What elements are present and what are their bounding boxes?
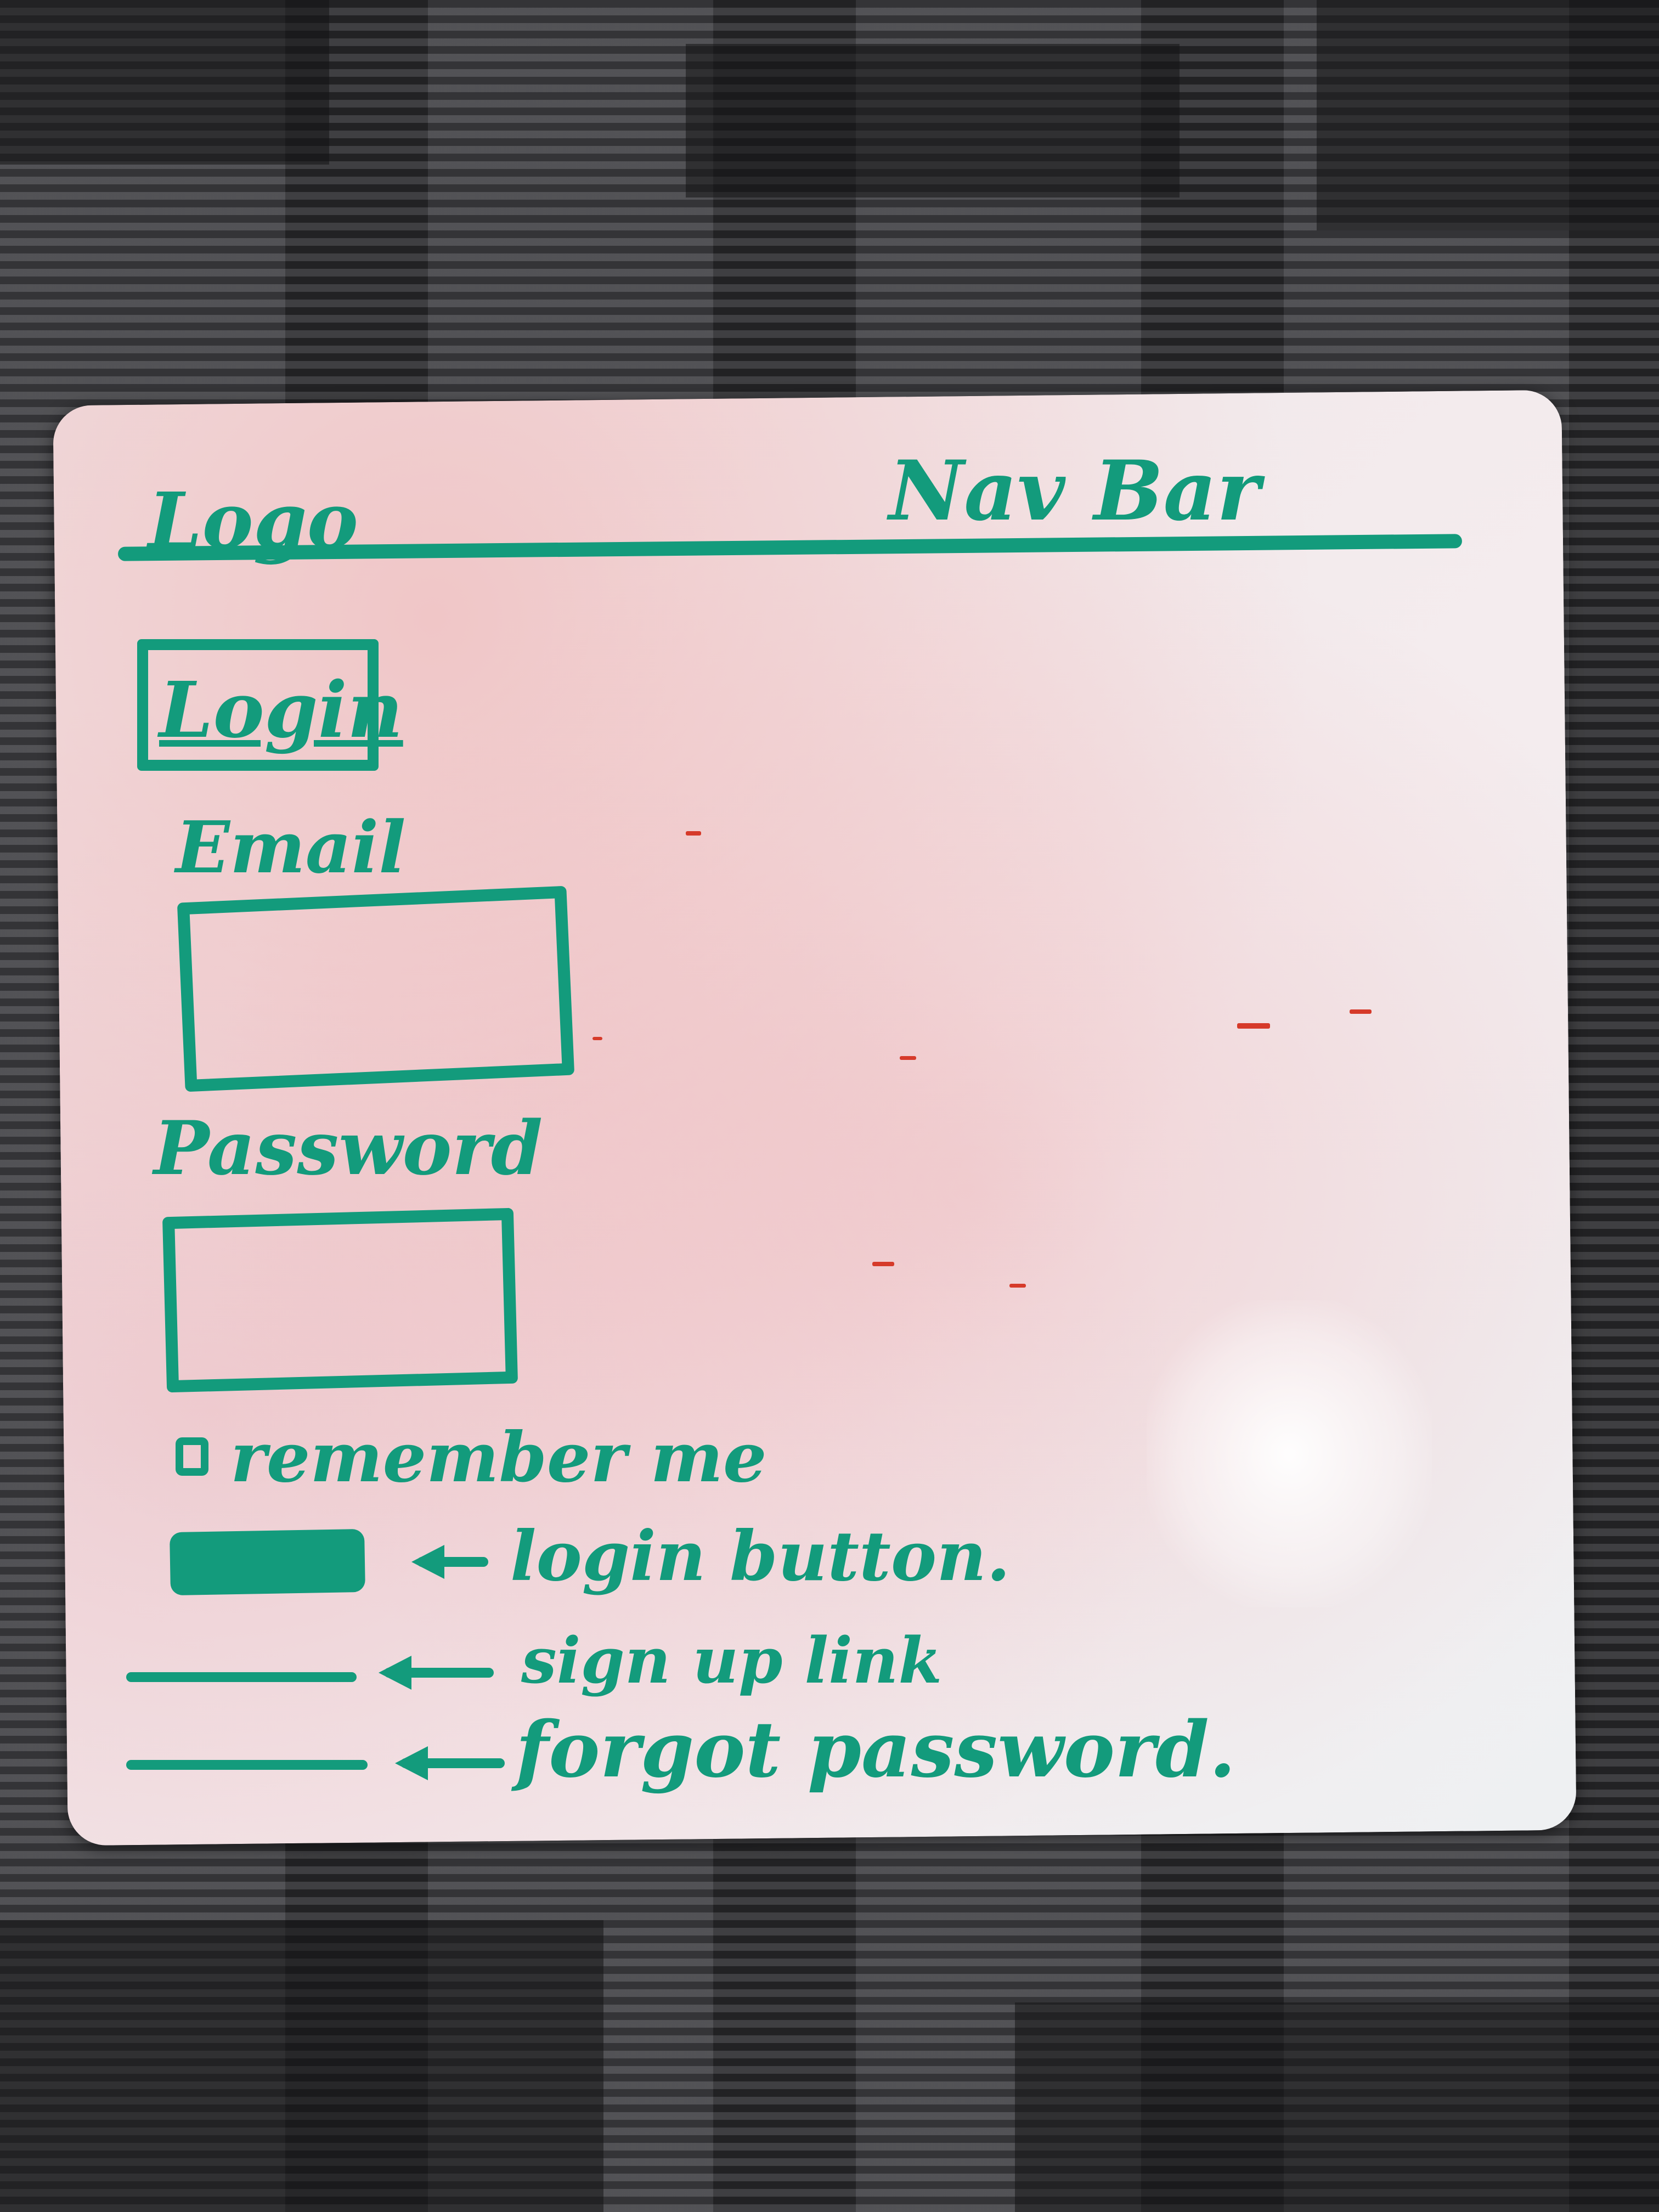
login-button[interactable]	[170, 1528, 365, 1596]
carpet-patch	[0, 0, 329, 165]
sign-up-link-annotation: sign up link	[521, 1624, 943, 1698]
arrow-left-icon	[379, 1656, 494, 1690]
red-speck	[686, 831, 701, 836]
carpet-patch	[1317, 0, 1659, 230]
light-glare	[1147, 1300, 1432, 1607]
carpet-patch	[1015, 2002, 1659, 2212]
remember-me-label: remember me	[230, 1418, 767, 1498]
red-speck	[1009, 1284, 1026, 1288]
sign-up-link[interactable]	[126, 1672, 357, 1682]
forgot-password-link[interactable]	[126, 1760, 368, 1770]
red-speck	[872, 1262, 894, 1266]
red-speck	[1237, 1023, 1270, 1029]
email-label: Email	[176, 805, 406, 889]
red-speck	[1350, 1009, 1372, 1014]
remember-me-checkbox[interactable]	[176, 1437, 208, 1476]
arrow-left-icon	[411, 1545, 488, 1579]
carpet-patch	[686, 44, 1180, 198]
email-field[interactable]	[177, 885, 575, 1092]
nav-bar-label[interactable]: Nav Bar	[889, 443, 1260, 539]
forgot-password-annotation: forgot password.	[516, 1705, 1236, 1795]
login-button-annotation: login button.	[510, 1516, 1011, 1596]
page-title: Login	[159, 665, 403, 755]
red-speck	[592, 1037, 602, 1040]
password-label: Password	[154, 1104, 543, 1192]
carpet-patch	[0, 1920, 603, 2212]
red-speck	[900, 1056, 916, 1060]
login-heading-box	[137, 639, 379, 771]
arrow-left-icon	[395, 1746, 505, 1780]
password-field[interactable]	[162, 1207, 518, 1393]
